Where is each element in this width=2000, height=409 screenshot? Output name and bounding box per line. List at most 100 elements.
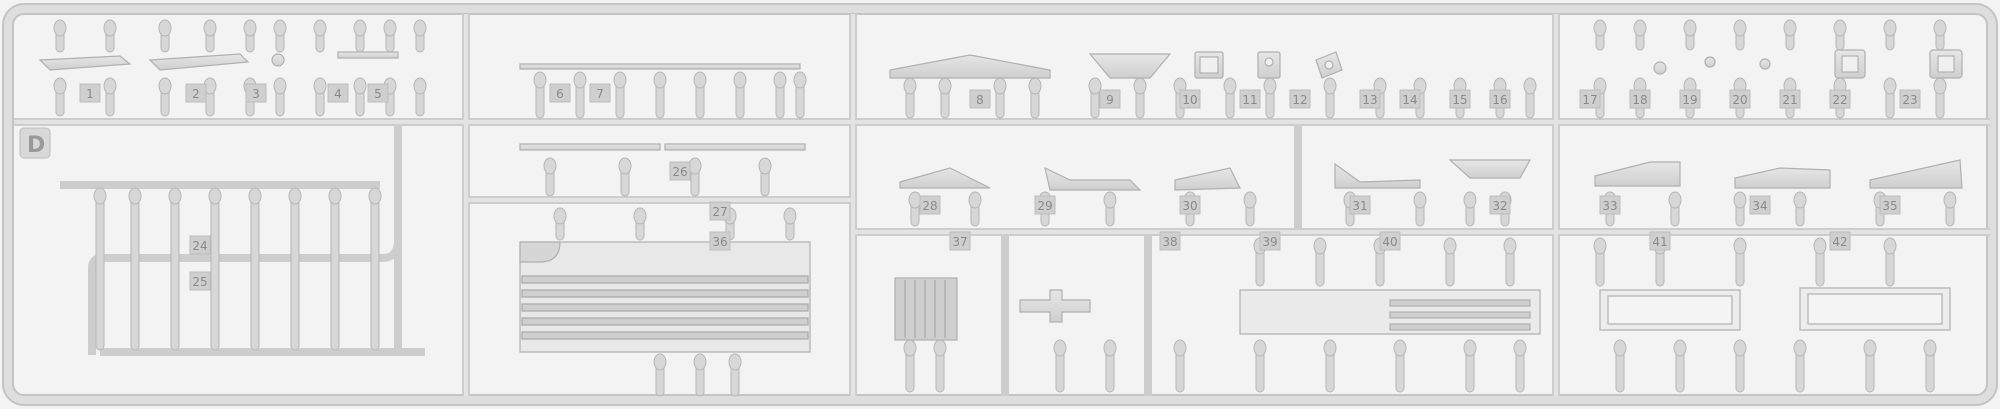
- sprue-gate: [1813, 237, 1827, 287]
- sprue-gate: [353, 19, 367, 53]
- part-number-label: 17: [1582, 93, 1597, 107]
- sprue-gate: [1103, 191, 1117, 227]
- part-number-tag: 36: [709, 231, 731, 251]
- part-number-label: 18: [1632, 93, 1647, 107]
- part-number-label: 35: [1882, 199, 1897, 213]
- sprue-gate: [1883, 19, 1897, 51]
- sprue-gate: [53, 77, 67, 117]
- part-number-tag: 19: [1679, 89, 1701, 109]
- sprue-gate: [168, 187, 182, 351]
- part-number-label: 19: [1682, 93, 1697, 107]
- part-number-label: 7: [596, 87, 604, 101]
- part-number-label: 23: [1902, 93, 1917, 107]
- sprue-gate: [1443, 237, 1457, 287]
- part-number-tag: 33: [1599, 195, 1621, 215]
- sprue-gate: [1933, 77, 1947, 119]
- sprue-gate: [1733, 19, 1747, 51]
- sprue-gate: [203, 77, 217, 117]
- part-number-tag: 21: [1779, 89, 1801, 109]
- frame-letter-tag: D: [19, 127, 51, 159]
- sprue-gate: [1793, 191, 1807, 227]
- sprue-gate: [1593, 19, 1607, 51]
- part-number-label: 38: [1162, 235, 1177, 249]
- part-number-tag: 32: [1489, 195, 1511, 215]
- part-number-label: 21: [1782, 93, 1797, 107]
- sprue-gate: [1863, 339, 1877, 393]
- sprue-gate: [1613, 339, 1627, 393]
- sprue-gate: [413, 77, 427, 117]
- part-number-tag: 27: [709, 201, 731, 221]
- sprue-gate: [288, 187, 302, 351]
- sprue-gate: [353, 77, 367, 117]
- part-number-label: 20: [1732, 93, 1747, 107]
- sprue-gate: [773, 71, 787, 119]
- part-number-tag: 8: [969, 89, 991, 109]
- part-number-tag: 15: [1449, 89, 1471, 109]
- part-number-tag: 17: [1579, 89, 1601, 109]
- part-number-label: 11: [1242, 93, 1257, 107]
- sprue-gate: [733, 71, 747, 119]
- sprue-gate: [1413, 191, 1427, 227]
- sprue-gate: [1833, 19, 1847, 51]
- sprue-gate: [1053, 339, 1067, 393]
- sprue-gate: [273, 19, 287, 53]
- part-number-tag: 11: [1239, 89, 1261, 109]
- sprue-gate: [1313, 237, 1327, 287]
- sprue-gate: [1683, 19, 1697, 51]
- part-number-tag: 37: [949, 231, 971, 251]
- sprue-gate: [1133, 77, 1147, 119]
- sprue-gate: [1393, 339, 1407, 393]
- part-number-tag: 2: [185, 83, 207, 103]
- part-number-tag: 31: [1349, 195, 1371, 215]
- part-number-label: 33: [1602, 199, 1617, 213]
- sprue-gate: [758, 157, 772, 197]
- part-number-tag: 34: [1749, 195, 1771, 215]
- sprue-gate: [313, 19, 327, 53]
- part-number-tag: 41: [1649, 231, 1671, 251]
- sprue-gate: [128, 187, 142, 351]
- sprue-gate: [1883, 237, 1897, 287]
- sprue-gate: [313, 77, 327, 117]
- sprue-gate: [533, 71, 547, 119]
- sprue-gate: [413, 19, 427, 53]
- sprue-gate: [693, 71, 707, 119]
- sprue-gate: [1463, 339, 1477, 393]
- sprue-gate: [1243, 191, 1257, 227]
- part-number-tag: 10: [1179, 89, 1201, 109]
- sprue-gate: [1513, 339, 1527, 393]
- sprue-gate: [903, 339, 917, 393]
- part-number-label: 39: [1262, 235, 1277, 249]
- part-number-tag: 16: [1489, 89, 1511, 109]
- sprue-gate: [573, 71, 587, 119]
- part-number-tag: 3: [245, 83, 267, 103]
- part-number-label: 34: [1752, 199, 1767, 213]
- sprue-gate: [243, 19, 257, 53]
- part-number-tag: 38: [1159, 231, 1181, 251]
- part-number-label: 13: [1362, 93, 1377, 107]
- sprue-gate: [633, 207, 647, 241]
- part-number-label: 6: [556, 87, 564, 101]
- part-number-label: 27: [712, 205, 727, 219]
- part-number-tag: 7: [589, 83, 611, 103]
- part-number-label: 31: [1352, 199, 1367, 213]
- sprue-gate: [1593, 237, 1607, 287]
- sprue-gate: [1783, 19, 1797, 51]
- sprue-gate: [903, 77, 917, 119]
- sprue-gate: [1668, 191, 1682, 227]
- sprue-gate: [938, 77, 952, 119]
- part-number-label: 30: [1182, 199, 1197, 213]
- sprue-gate: [1933, 19, 1947, 51]
- part-number-label: 8: [976, 93, 984, 107]
- sprue-gate: [993, 77, 1007, 119]
- sprue-gate: [1463, 191, 1477, 227]
- sprue-gate: [728, 353, 742, 397]
- part-number-label: 1: [86, 87, 94, 101]
- sprue-gate: [1028, 77, 1042, 119]
- sprue-gate: [908, 191, 922, 227]
- part-number-label: 28: [922, 199, 937, 213]
- sprue-gate: [1523, 77, 1537, 119]
- sprue-gate: [93, 187, 107, 351]
- part-number-label: 37: [952, 235, 967, 249]
- sprue-gate: [543, 157, 557, 197]
- svg-text:D: D: [27, 133, 45, 158]
